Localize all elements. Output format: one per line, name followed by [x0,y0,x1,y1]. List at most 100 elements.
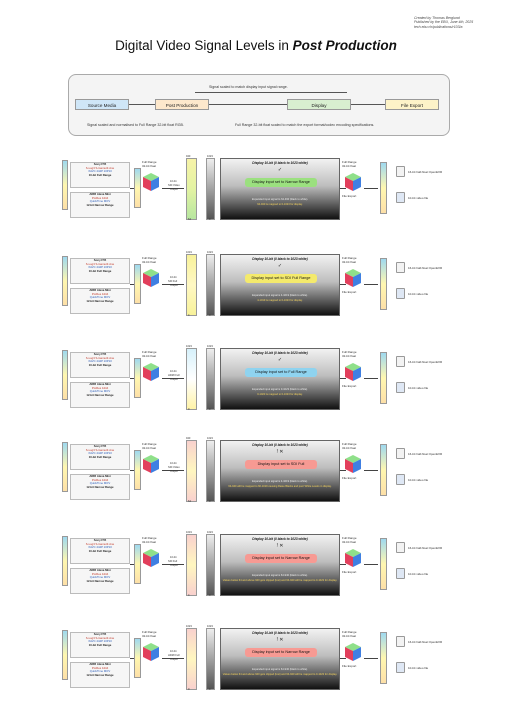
signal-row: Sony F55 S-Log3 S-Gamut3.cine XAVC 444P … [62,345,462,420]
rgb-cube-icon [143,643,159,661]
source-card-arri: ARRI Alexa Mini ProRes 4444 QuickTime MO… [70,288,130,314]
display-header: Display 10-bit (0 black to 1023 white) [252,161,308,165]
float-label: 32-bit float [342,634,357,638]
scale-bitdepth: 10-bit [170,370,177,373]
file-export-label: File Export [342,570,357,574]
float-label: 32-bit float [342,260,357,264]
arrow [130,188,134,189]
arrow [130,470,134,471]
scale-mode: HDMI Full [168,374,180,377]
display-bottom-value: 0 [209,314,211,317]
full-range-label: Full Range [342,350,357,354]
rgb-cube-icon [345,549,361,567]
source-card-sony: Sony F55 S-Log3 S-Gamut3.cine XAVC 444P … [70,258,130,284]
display-note: Expanded input signal is 0-1023 (black t… [252,388,308,391]
source-line: S-Log3 S-Gamut3.cine [85,355,115,360]
scale-output: Output [170,658,178,661]
display-mapping-note: 4-1019 is mapped to 0-1023 for display. [257,299,303,302]
display-top-value: 1023 [207,345,213,348]
signal-row: Sony F55 S-Log3 S-Gamut3.cine XAVC 444P … [62,625,462,700]
float-gauge [134,544,141,584]
display-note: Expanded input signal is 4-1019 (black t… [252,480,308,483]
file-export-label: File Export [342,664,357,668]
output-top-value: 1019 [186,251,192,254]
display-level-bar [206,628,215,690]
display-setting-pill: Display input set to Narrow Range [245,648,317,657]
video-file-icon [396,474,405,485]
output-bottom-value: 0 [188,408,190,411]
overview-top-note: Signal scaled to match display input sig… [209,85,288,89]
display-level-bar [206,440,215,502]
display-header: Display 10-bit (0 black to 1023 white) [252,443,308,447]
display-header: Display 10-bit (0 black to 1023 white) [252,257,308,261]
signal-row: Sony F55 S-Log3 S-Gamut3.cine XAVC 444P … [62,155,462,230]
source-name: ARRI Alexa Mini [89,662,111,666]
source-name: ARRI Alexa Mini [89,288,111,292]
source-name: ARRI Alexa Mini [89,568,111,572]
source-card-sony: Sony F55 S-Log3 S-Gamut3.cine XAVC 444P … [70,352,130,378]
openexr-file-icon [396,542,405,553]
float-gauge [134,638,141,678]
source-line: QuickTime MOV [89,389,111,394]
signal-row: Sony F55 S-Log3 S-Gamut3.cine XAVC 444P … [62,251,462,326]
openexr-label: 16-bit half-float OpenEXR [408,360,443,364]
overview-pipeline: Signal scaled to match display input sig… [68,74,450,136]
source-name: Sony F55 [93,538,107,542]
source-range: 12-bit Narrow Range [86,578,114,583]
source-name: Sony F55 [93,162,107,166]
scale-bitdepth: 10-bit [170,180,177,183]
openexr-label: 16-bit half-float OpenEXR [408,546,443,550]
arrow [340,378,346,379]
arrow [162,470,184,471]
display-header: Display 10-bit (0 black to 1023 white) [252,631,308,635]
output-bottom-value: 4 [188,314,190,317]
source-line: QuickTime MOV [89,669,111,674]
output-level-bar [186,534,197,596]
display-setting-pill: Display input set to Narrow Range [245,178,317,187]
display-mapping-note: Values below 64 and above 940 gets clipp… [222,673,338,676]
source-line: ProRes 4444 [91,477,109,482]
output-top-value: 1023 [186,345,192,348]
scale-mode: SDI Full [168,560,178,563]
source-card-sony: Sony F55 S-Log3 S-Gamut3.cine XAVC 444P … [70,162,130,188]
display-header: Display 10-bit (0 black to 1023 white) [252,537,308,541]
output-level-bar [186,628,197,690]
stage-post-production: Post Production [155,99,209,110]
full-range-label: Full Range [142,536,157,540]
source-range: 12-bit Narrow Range [86,202,114,207]
source-line: XAVC 444P 10P10 [88,545,112,550]
display-note: Expanded input signal is 64-940 (black t… [252,574,308,577]
overview-connector [195,92,347,93]
credit-line: tech.ebu.ch/publications/r103/a [414,24,463,29]
arrow [364,284,378,285]
source-card-arri: ARRI Alexa Mini ProRes 4444 QuickTime MO… [70,382,130,408]
display-top-value: 1023 [207,251,213,254]
source-name: ARRI Alexa Mini [89,192,111,196]
source-card-sony: Sony F55 S-Log3 S-Gamut3.cine XAVC 444P … [70,538,130,564]
output-bottom-value: 0 [188,688,190,691]
openexr-label: 16-bit half-float OpenEXR [408,640,443,644]
file-export-label: File Export [342,384,357,388]
source-range: 10-bit Full Range [88,454,112,459]
full-range-label: Full Range [342,160,357,164]
openexr-file-icon [396,262,405,273]
source-name: Sony F55 [93,632,107,636]
status-icon: ✓ [277,263,283,269]
source-line: ProRes 4444 [91,195,109,200]
scale-output: Output [170,564,178,567]
video-file-icon [396,568,405,579]
output-level-bar [186,440,197,502]
float-label: 32-bit float [142,540,157,544]
arrow [340,658,346,659]
float-label: 32-bit float [342,354,357,358]
openexr-label: 16-bit half-float OpenEXR [408,452,443,456]
display-note: Expanded input signal to 64-940 (black t… [251,198,309,201]
scale-mode: SDI Full [168,280,178,283]
display-mapping-note: Values below 64 and above 940 gets clipp… [222,579,338,582]
source-range: 10-bit Full Range [88,362,112,367]
video-file-label: 10-bit video file [408,292,429,296]
video-file-label: 10-bit video file [408,572,429,576]
display-mapping-note: 0-1023 is mapped to 0-1023 for display. [257,393,303,396]
float-label: 32-bit float [142,354,157,358]
source-range: 12-bit Narrow Range [86,392,114,397]
